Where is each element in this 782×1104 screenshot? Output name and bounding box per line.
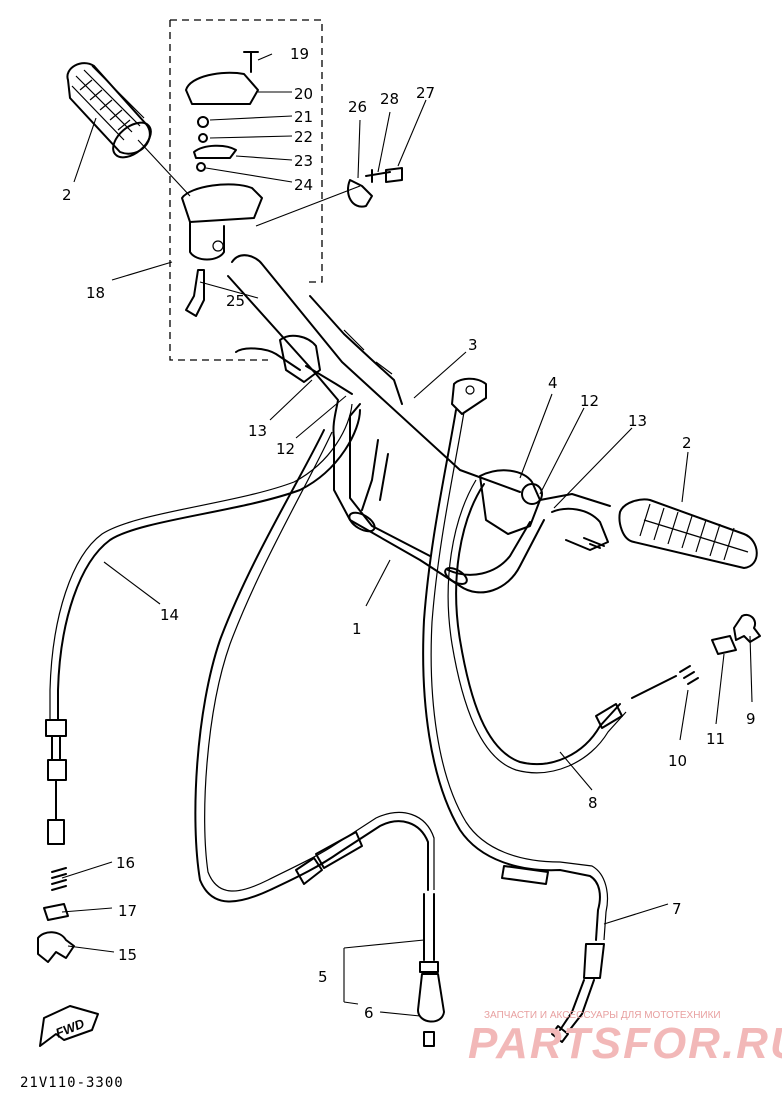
callout-numbers: 19 20 21 22 23 24 25 26 28 27 18 2 3 4 1…	[62, 45, 756, 1022]
callout-27: 27	[416, 84, 435, 102]
callout-18: 18	[86, 284, 105, 302]
cable-7	[422, 409, 601, 941]
left-cable-fittings	[235, 295, 403, 405]
callout-9: 9	[746, 710, 756, 728]
callout-4: 4	[548, 374, 558, 392]
cable-14	[57, 409, 361, 721]
cable-5-end	[295, 831, 445, 1047]
callout-20: 20	[294, 85, 313, 103]
leader-lines	[61, 53, 753, 1017]
callout-13-right: 13	[628, 412, 647, 430]
callout-8: 8	[588, 794, 598, 812]
callout-28: 28	[380, 90, 399, 108]
watermark-brand: PARTSFOR.RU	[468, 1019, 782, 1068]
right-grip	[618, 498, 758, 569]
watermark-caption: ЗАПЧАСТИ И АКСЕССУАРЫ ДЛЯ МОТОТЕХНИКИ	[484, 1010, 721, 1021]
handlebar	[227, 254, 545, 594]
callout-23: 23	[294, 152, 313, 170]
cover-20	[185, 71, 259, 105]
screw-19	[243, 51, 259, 73]
left-grip	[66, 62, 152, 159]
assembly-18-dashed-box	[169, 19, 323, 361]
callout-21: 21	[294, 108, 313, 126]
callout-17: 17	[118, 902, 137, 920]
cable-14-inner	[49, 403, 353, 720]
clamp-26-28	[347, 167, 403, 208]
nut-21	[197, 116, 209, 128]
callout-6: 6	[364, 1004, 374, 1022]
callout-12-left: 12	[276, 440, 295, 458]
callout-5: 5	[318, 968, 328, 986]
cable-8-end	[595, 614, 761, 729]
callout-14: 14	[160, 606, 179, 624]
cable-5	[194, 429, 429, 903]
drawing-code: 21V110-3300	[20, 1075, 124, 1091]
callout-16: 16	[116, 854, 135, 872]
callout-1: 1	[352, 620, 362, 638]
cable-8-inner	[447, 479, 627, 774]
cable-8	[455, 483, 621, 766]
callout-15: 15	[118, 946, 137, 964]
cable-5-inner	[204, 431, 435, 892]
adjuster-25	[185, 269, 205, 317]
fwd-arrow: FWD	[39, 1005, 99, 1047]
callout-24: 24	[294, 176, 313, 194]
throttle-housing	[181, 51, 263, 317]
spring-24	[196, 162, 206, 172]
cable-7-end	[501, 865, 605, 1043]
callout-11: 11	[706, 730, 725, 748]
callout-26: 26	[348, 98, 367, 116]
callout-25: 25	[226, 292, 245, 310]
washer-22	[198, 133, 208, 143]
callout-13-left: 13	[248, 422, 267, 440]
cable-14-end	[37, 719, 75, 963]
callout-2-right: 2	[682, 434, 692, 452]
lever-23	[193, 144, 237, 159]
callout-3: 3	[468, 336, 478, 354]
watermark: ЗАПЧАСТИ И АКСЕССУАРЫ ДЛЯ МОТОТЕХНИКИ PA…	[468, 1010, 782, 1068]
callout-12-right: 12	[580, 392, 599, 410]
right-switch-housing	[451, 377, 611, 551]
callout-19: 19	[290, 45, 309, 63]
callout-10: 10	[668, 752, 687, 770]
callout-2-left: 2	[62, 186, 72, 204]
cable-7-inner	[430, 411, 609, 941]
callout-7: 7	[672, 900, 682, 918]
callout-22: 22	[294, 128, 313, 146]
